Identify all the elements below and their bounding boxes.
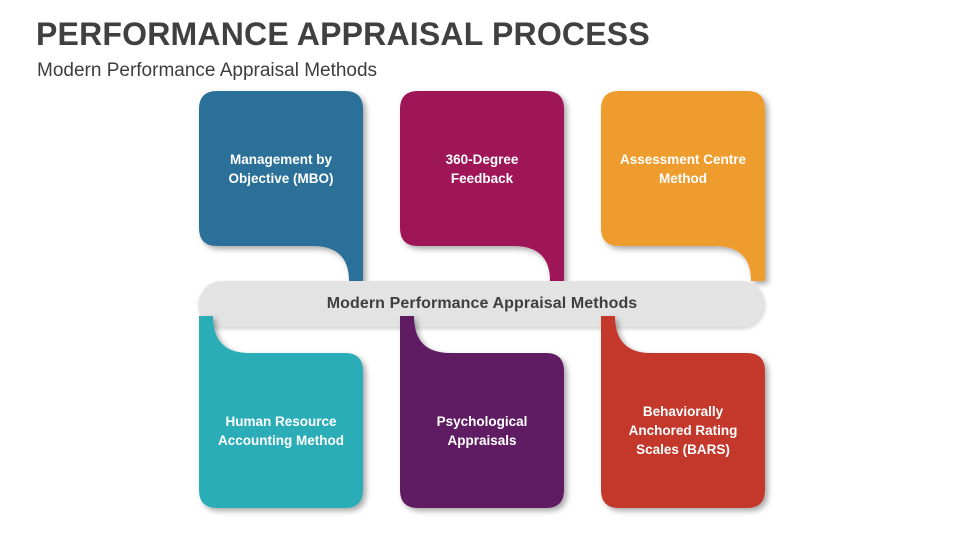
method-card-bars[interactable]: Behaviorally Anchored Rating Scales (BAR… [601,316,765,508]
speech-bubble-shape [400,316,564,508]
speech-bubble-shape [199,91,363,281]
speech-bubble-shape [400,91,564,281]
method-card-hr-accounting[interactable]: Human Resource Accounting Method [199,316,363,508]
center-banner-label: Modern Performance Appraisal Methods [326,295,638,312]
method-card-mbo[interactable]: Management by Objective (MBO) [199,91,363,283]
speech-bubble-shape [601,91,765,281]
method-card-360-feedback[interactable]: 360-Degree Feedback [400,91,564,283]
speech-bubble-shape [601,316,765,508]
center-banner: Modern Performance Appraisal Methods [199,281,765,327]
page-title: PERFORMANCE APPRAISAL PROCESS [36,16,650,52]
speech-bubble-shape [199,316,363,508]
page-subtitle: Modern Performance Appraisal Methods [37,60,378,81]
method-card-assessment-centre[interactable]: Assessment Centre Method [601,91,765,283]
method-card-psychological-appraisals[interactable]: Psychological Appraisals [400,316,564,508]
